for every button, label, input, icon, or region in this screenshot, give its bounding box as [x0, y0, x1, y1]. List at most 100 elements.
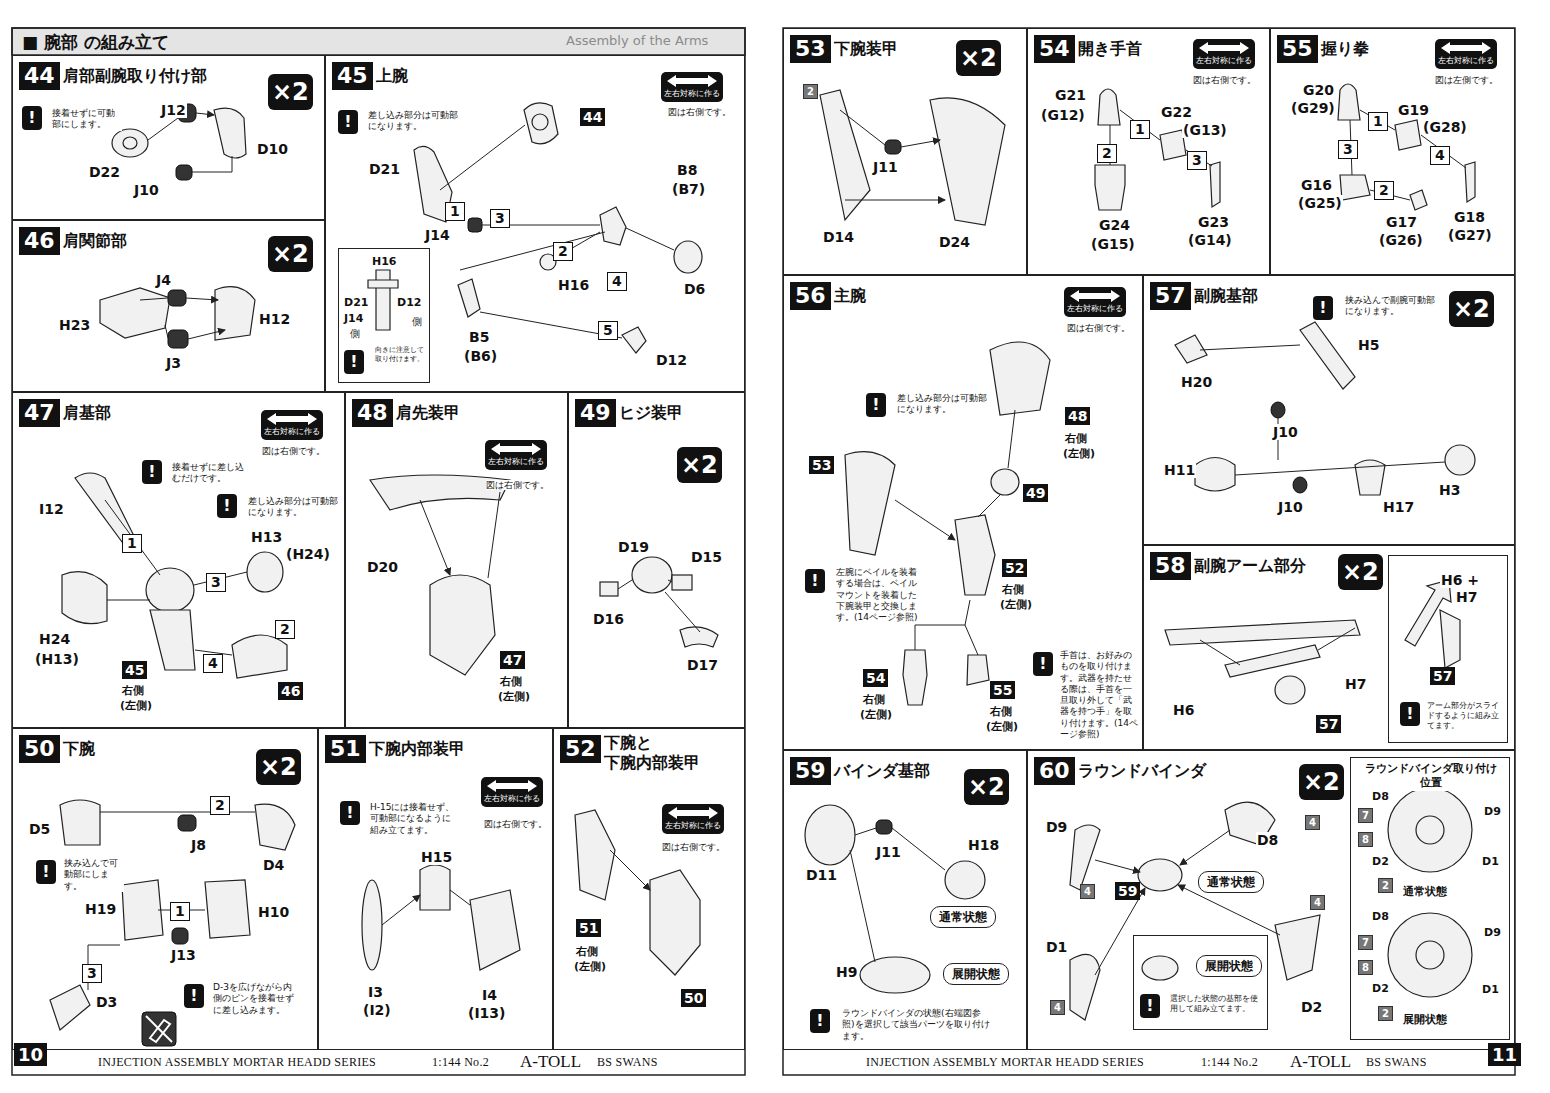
- part-outline: [247, 552, 283, 592]
- part-outline: [1395, 120, 1421, 150]
- part-outline: [1210, 162, 1220, 207]
- state-caption: 展開状態: [1403, 1012, 1447, 1027]
- step-number: 57: [1150, 282, 1191, 310]
- caution-icon: !: [1140, 994, 1160, 1018]
- side-label: (左側): [574, 959, 606, 974]
- part-label: G19: [1397, 102, 1430, 118]
- callout-number: 3: [1338, 140, 1358, 159]
- runner-number: 2: [803, 84, 818, 99]
- side-label: (左側): [120, 698, 152, 713]
- double-arrow-shape: [487, 780, 537, 792]
- part-label: D20: [366, 559, 399, 575]
- caution-icon: !: [1033, 652, 1053, 676]
- node-text: 選択した状態の基部を使用して組み立てます。: [1170, 994, 1265, 1014]
- part-block: [672, 575, 692, 590]
- part-outline: [575, 810, 615, 900]
- caution-note: 挟み込んで副腕可動部になります。: [1345, 295, 1435, 318]
- side-label: (左側): [1000, 597, 1032, 612]
- caution-icon: !: [36, 860, 56, 884]
- assembly-line: [965, 625, 978, 655]
- assembly-line: [895, 500, 955, 540]
- step-title: 下腕装甲: [834, 39, 898, 59]
- node-text: 通常状態: [1207, 874, 1255, 890]
- badge-text: 左右対称に作る: [1438, 56, 1494, 66]
- part-outline: [205, 880, 250, 938]
- quantity-badge: ×2: [677, 447, 722, 483]
- part-label: G23: [1197, 214, 1230, 230]
- step-number: 58: [1150, 552, 1191, 580]
- part-label: G16: [1300, 177, 1333, 193]
- side-label: 右側: [1065, 431, 1087, 446]
- part-outline: [1142, 956, 1178, 980]
- part-outline: [860, 957, 930, 993]
- part-label: D16: [592, 611, 625, 627]
- step-reference: 45: [122, 661, 147, 679]
- page-number: 11: [1488, 1043, 1521, 1066]
- caution-note: H-15には接着せず、可動部になるように組み立てます。: [370, 802, 455, 836]
- assembly-line: [978, 495, 1000, 517]
- part-label: (H24): [285, 546, 331, 562]
- part-label: H10: [257, 904, 290, 920]
- quantity-badge: ×2: [268, 74, 313, 110]
- part-block: [176, 165, 192, 180]
- part-outline: [1175, 335, 1207, 363]
- part-label: H18: [967, 837, 1000, 853]
- part-label: (I2): [362, 1002, 392, 1018]
- footer-title: A-TOLL: [1290, 1052, 1351, 1072]
- symmetry-badge: 左右対称に作る: [1193, 39, 1255, 69]
- part-block: [168, 290, 186, 306]
- part-label: D21: [368, 161, 401, 177]
- step-reference: 47: [500, 651, 525, 669]
- double-arrow-shape: [1441, 42, 1491, 54]
- quantity-badge: ×2: [1299, 764, 1344, 800]
- assembly-line: [1180, 830, 1230, 865]
- step-panel: 60ラウンドバインダ通常状態選択した状態の基部を使用して組み立てます。展開状態ラ…: [1027, 750, 1515, 1050]
- side-label: 右側: [990, 704, 1012, 719]
- part-outline: [1070, 954, 1100, 1020]
- assembly-line: [148, 118, 178, 140]
- step-panel: 52下腕と 下腕内部装甲: [553, 728, 745, 1050]
- part-label: D17: [686, 657, 719, 673]
- footer-text: 1:144 No.2: [1201, 1055, 1258, 1070]
- part-block: [12, 28, 745, 55]
- part-label: G20: [1302, 82, 1335, 98]
- double-arrow-icon: [1438, 41, 1494, 55]
- callout-number: 3: [82, 964, 102, 983]
- callout-number: 4: [203, 654, 223, 673]
- step-title: 副腕基部: [1194, 286, 1258, 306]
- symmetry-badge: 左右対称に作る: [661, 72, 723, 102]
- part-label: H11: [1163, 462, 1196, 478]
- part-outline: [524, 103, 558, 144]
- caution-note: 接着せずに可動部にします。: [52, 108, 122, 131]
- step-number: 52: [560, 735, 601, 763]
- part-outline: [632, 557, 672, 593]
- side-label: (左側): [498, 689, 530, 704]
- part-label: D2: [1372, 982, 1389, 995]
- part-label: J11: [875, 844, 902, 860]
- callout-number: 1: [1368, 112, 1388, 131]
- callout-number: 1: [445, 202, 465, 221]
- double-arrow-icon: [264, 412, 320, 426]
- part-label: D12: [655, 352, 688, 368]
- callout-number: 1: [170, 902, 190, 921]
- part-block: [600, 582, 618, 596]
- badge-text: 左右対称に作る: [264, 427, 320, 437]
- part-label: (G25): [1297, 195, 1343, 211]
- symmetry-badge: 左右対称に作る: [1435, 39, 1497, 69]
- part-label: G21: [1054, 87, 1087, 103]
- assembly-line: [845, 200, 945, 201]
- assembly-line: [855, 828, 876, 835]
- part-outline: [1098, 89, 1120, 125]
- assembly-line: [850, 850, 875, 962]
- side-label: 右側: [576, 944, 598, 959]
- node-text: 向きに注意して取り付けます。: [375, 345, 429, 363]
- step-reference: 48: [1065, 407, 1090, 425]
- caution-note: D-3を広げながら内側のピンを接着せずに差し込みます。: [213, 982, 298, 1016]
- assembly-line: [488, 492, 500, 578]
- step-reference: 50: [681, 989, 706, 1007]
- part-label: H6 +: [1440, 572, 1480, 588]
- assembly-line: [107, 600, 150, 601]
- step-number: 60: [1034, 757, 1075, 785]
- part-label: J3: [165, 355, 182, 371]
